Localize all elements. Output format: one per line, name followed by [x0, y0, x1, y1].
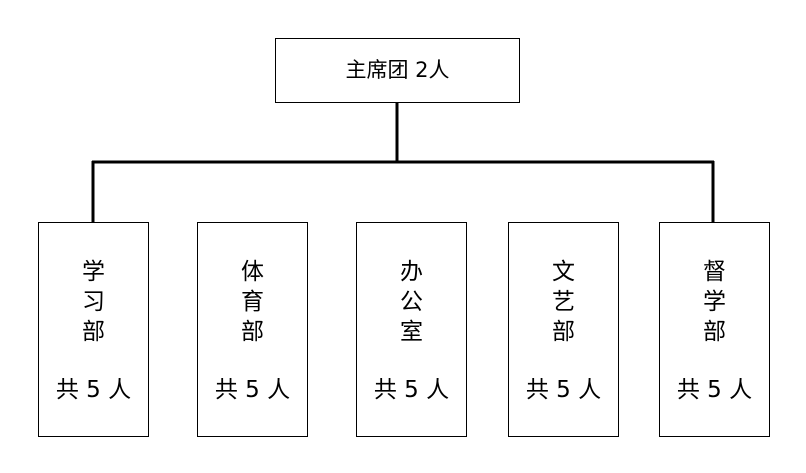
dept-name-char: 习	[82, 289, 105, 315]
dept-name-char: 办	[400, 259, 423, 285]
dept-name-char: 室	[400, 319, 423, 345]
dept-node-4: 文艺部 共 5 人	[508, 222, 619, 437]
dept-name-char: 部	[703, 319, 726, 345]
dept-name-char: 学	[703, 289, 726, 315]
dept-name-char: 公	[400, 289, 423, 315]
dept-count: 共 5 人	[55, 377, 132, 403]
dept-name-char: 艺	[552, 289, 575, 315]
root-node-box: 主席团 2人	[275, 38, 520, 103]
dept-name: 体育部	[198, 257, 307, 347]
dept-name-char: 体	[241, 259, 264, 285]
dept-count: 共 5 人	[373, 377, 450, 403]
dept-name: 督学部	[660, 257, 769, 347]
dept-name-char: 部	[552, 319, 575, 345]
dept-node-3: 办公室 共 5 人	[356, 222, 467, 437]
dept-name: 学习部	[39, 257, 148, 347]
dept-name-char: 部	[241, 319, 264, 345]
dept-count: 共 5 人	[525, 377, 602, 403]
dept-name-char: 文	[552, 259, 575, 285]
dept-count: 共 5 人	[676, 377, 753, 403]
dept-name-char: 部	[82, 319, 105, 345]
dept-node-2: 体育部 共 5 人	[197, 222, 308, 437]
dept-count: 共 5 人	[214, 377, 291, 403]
dept-node-5: 督学部 共 5 人	[659, 222, 770, 437]
dept-name: 文艺部	[509, 257, 618, 347]
dept-name: 办公室	[357, 257, 466, 347]
dept-name-char: 学	[82, 259, 105, 285]
dept-name-char: 育	[241, 289, 264, 315]
dept-name-char: 督	[703, 259, 726, 285]
root-node-label: 主席团 2人	[345, 58, 450, 82]
dept-node-1: 学习部 共 5 人	[38, 222, 149, 437]
